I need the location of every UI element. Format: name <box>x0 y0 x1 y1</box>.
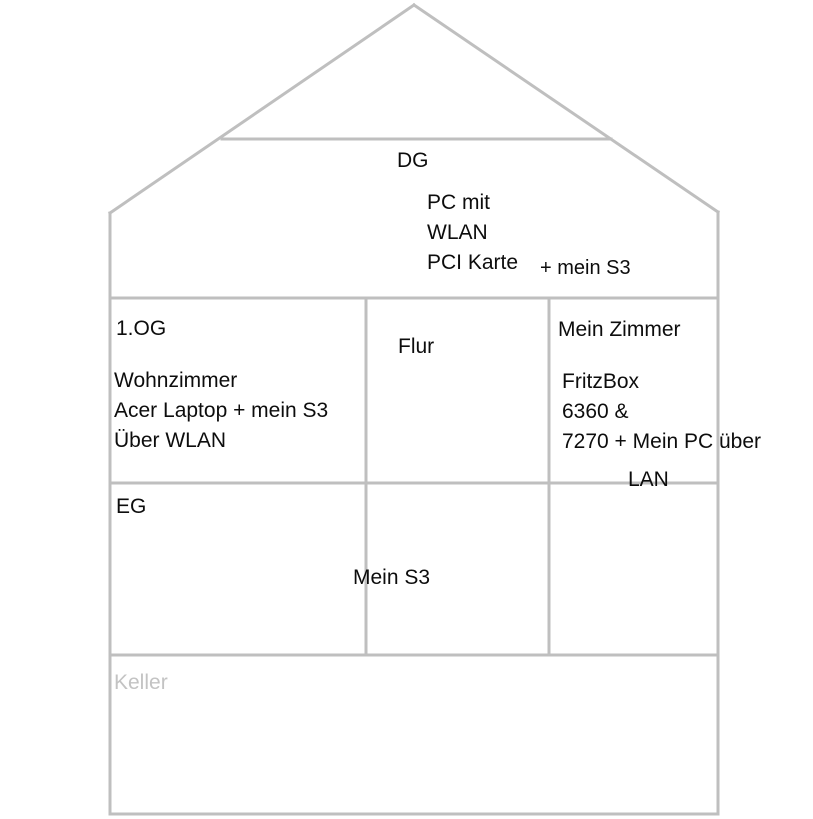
attic-device-list: PC mit WLAN PCI Karte <box>427 191 519 274</box>
room-label-hallway: Flur <box>398 335 435 358</box>
room-label-my-room: Mein Zimmer <box>558 318 681 341</box>
my-room-device-list: FritzBox 6360 & 7270 + Mein PC über <box>562 370 762 453</box>
floor-label-dg: DG <box>397 149 429 172</box>
floor-label-basement: Keller <box>114 671 168 694</box>
attic-device-extra: + mein S3 <box>540 257 631 279</box>
living-room-device-list: Wohnzimmer Acer Laptop + mein S3 Über WL… <box>114 369 329 452</box>
roof-left-slope <box>107 2 417 216</box>
roof-right-slope <box>411 2 721 215</box>
floor-label-first-floor: 1.OG <box>116 317 167 340</box>
ground-floor-device: Mein S3 <box>353 566 431 589</box>
floor-label-ground-floor: EG <box>116 495 147 518</box>
my-room-connection-type: LAN <box>628 468 669 491</box>
